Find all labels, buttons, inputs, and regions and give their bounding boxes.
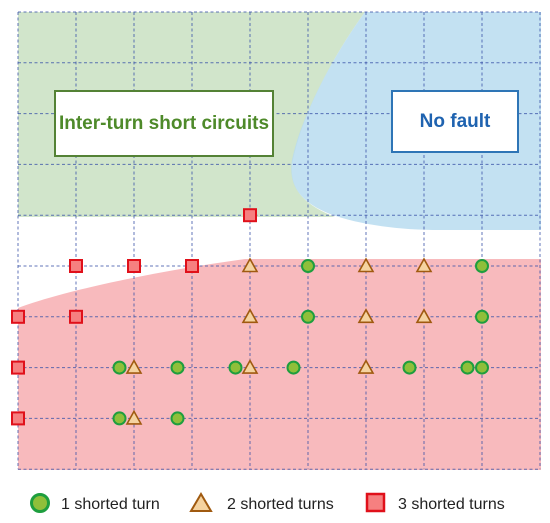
- legend-circle-marker: [30, 493, 50, 513]
- two-shorted-turns-marker: [241, 257, 259, 273]
- legend-triangle-marker: [189, 492, 213, 512]
- three-shorted-turns-marker: [243, 208, 257, 223]
- data-markers: [11, 208, 489, 426]
- legend-label-2-shorted-turns: 2 shorted turns: [227, 496, 334, 513]
- two-shorted-turns-marker: [241, 358, 259, 374]
- two-shorted-turns-marker: [357, 257, 375, 273]
- one-shorted-turn-marker: [475, 309, 489, 324]
- legend: 1 shorted turn 2 shorted turns 3 shorted…: [30, 492, 505, 513]
- one-shorted-turn-marker: [402, 360, 417, 375]
- two-shorted-turns-marker: [415, 308, 433, 324]
- one-shorted-turn-marker: [301, 259, 315, 273]
- three-shorted-turns-marker: [11, 360, 25, 375]
- one-shorted-turn-marker: [301, 309, 315, 324]
- legend-square-marker: [365, 492, 386, 513]
- legend-item-square: 3 shorted turns: [365, 492, 505, 513]
- one-shorted-turn-marker: [228, 360, 243, 375]
- one-shorted-turn-marker: [286, 360, 301, 375]
- two-shorted-turns-marker: [125, 358, 143, 374]
- legend-label-1-shorted-turn: 1 shorted turn: [61, 496, 160, 513]
- one-shorted-turn-marker: [475, 259, 489, 273]
- two-shorted-turns-marker: [357, 308, 375, 324]
- no-fault-label: No fault: [391, 90, 519, 153]
- legend-label-3-shorted-turns: 3 shorted turns: [398, 496, 505, 513]
- one-shorted-turn-marker: [475, 360, 489, 375]
- two-shorted-turns-marker: [357, 358, 375, 374]
- three-shorted-turns-marker: [127, 259, 141, 273]
- one-shorted-turn-marker: [112, 411, 127, 426]
- one-shorted-turn-marker: [170, 360, 185, 375]
- one-shorted-turn-marker: [112, 360, 127, 375]
- three-shorted-turns-marker: [69, 259, 83, 273]
- two-shorted-turns-marker: [241, 308, 259, 324]
- three-shorted-turns-marker: [11, 309, 25, 324]
- two-shorted-turns-marker: [415, 257, 433, 273]
- three-shorted-turns-marker: [11, 411, 25, 426]
- inter-turn-short-circuits-label: Inter-turn short circuits: [54, 90, 274, 157]
- legend-item-circle: 1 shorted turn: [30, 493, 160, 513]
- legend-item-triangle: 2 shorted turns: [189, 492, 334, 513]
- three-shorted-turns-marker: [185, 259, 199, 273]
- three-shorted-turns-marker: [69, 309, 83, 324]
- two-shorted-turns-marker: [125, 409, 143, 425]
- one-shorted-turn-marker: [460, 360, 475, 375]
- fault-zone-region: [18, 259, 541, 470]
- one-shorted-turn-marker: [170, 411, 185, 426]
